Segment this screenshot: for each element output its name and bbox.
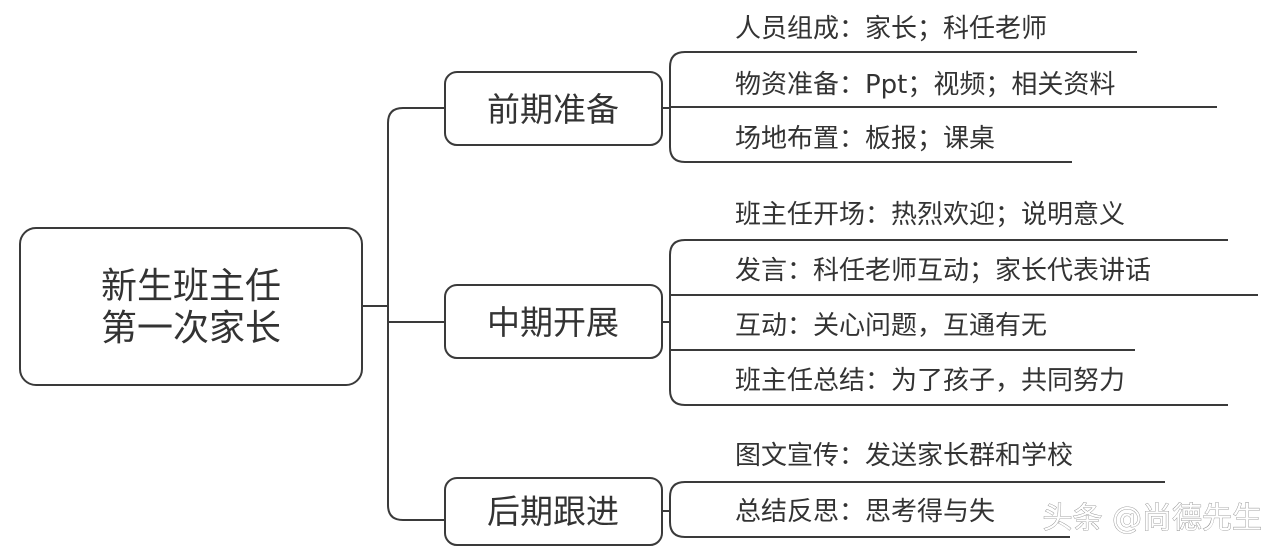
leaf-item: 人员组成：家长；科任老师 [735,14,1047,44]
watermark: 头条 @尚德先生 [1042,501,1262,536]
leaf-item: 总结反思：思考得与失 [735,497,995,527]
branch-bracket [662,239,1258,406]
branch-bracket [662,51,1217,163]
leaf-item: 场地布置：板报；课桌 [735,124,995,154]
branch-label: 后期跟进 [487,492,619,531]
branch-label: 前期准备 [487,90,619,129]
leaf-item: 发言：科任老师互动；家长代表讲话 [735,256,1151,286]
root-connector [362,107,445,521]
leaf-item: 物资准备：Ppt；视频；相关资料 [735,70,1115,100]
leaf-item: 班主任开场：热烈欢迎；说明意义 [735,200,1125,230]
branch-label: 中期开展 [487,303,619,342]
leaf-item: 图文宣传：发送家长群和学校 [735,441,1073,471]
leaf-item: 班主任总结：为了孩子，共同努力 [735,366,1125,396]
root-label-line2: 第一次家长 [101,308,281,349]
root-label-line1: 新生班主任 [101,266,281,307]
leaf-item: 互动：关心问题，互通有无 [735,311,1047,341]
branch-bracket [662,481,1165,538]
